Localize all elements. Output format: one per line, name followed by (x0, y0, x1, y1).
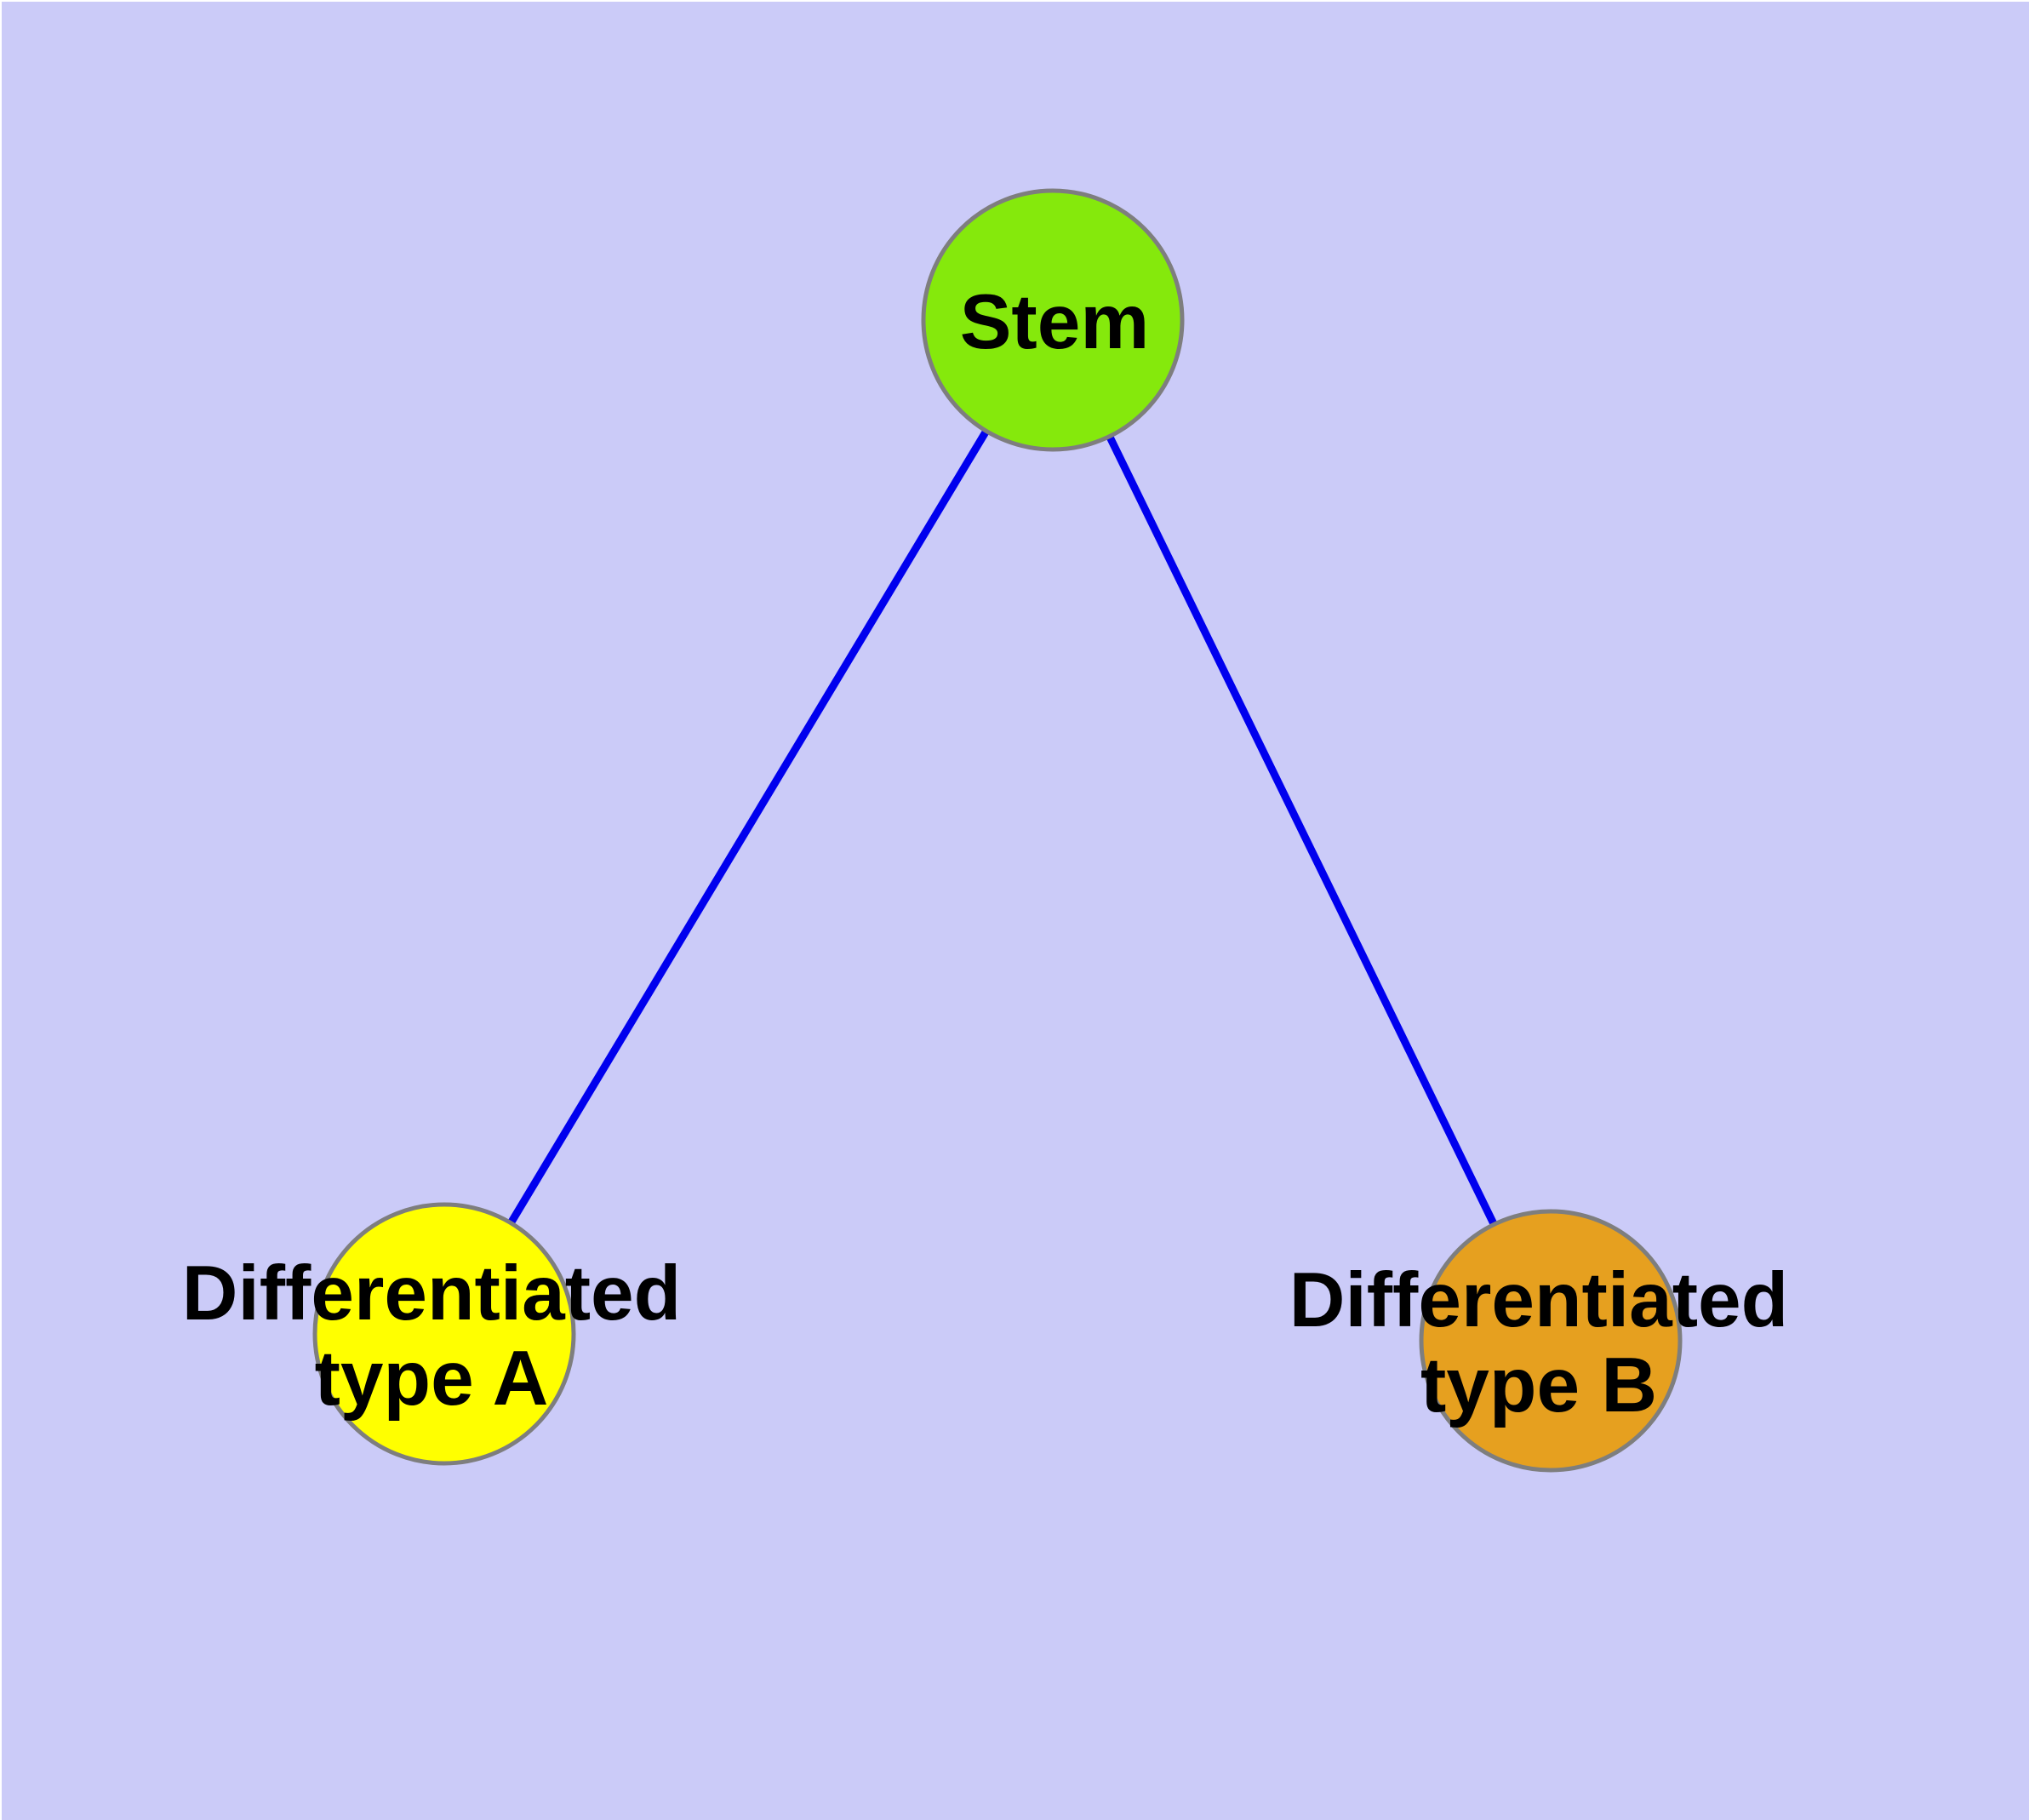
edge-stem-to-type-b (1049, 318, 1555, 1342)
node-label-type-a-line2: type A (315, 1336, 549, 1422)
node-differentiated-type-b (1419, 1209, 1683, 1473)
node-label-type-a-line1: Differentiated (182, 1251, 682, 1336)
node-label-stem: Stem (960, 279, 1150, 365)
node-differentiated-type-a (312, 1202, 576, 1466)
node-stem (921, 188, 1185, 452)
node-label-type-b-line1: Differentiated (1289, 1257, 1789, 1343)
edge-stem-to-type-a (441, 318, 1056, 1336)
node-label-type-b-line2: type B (1420, 1342, 1657, 1428)
